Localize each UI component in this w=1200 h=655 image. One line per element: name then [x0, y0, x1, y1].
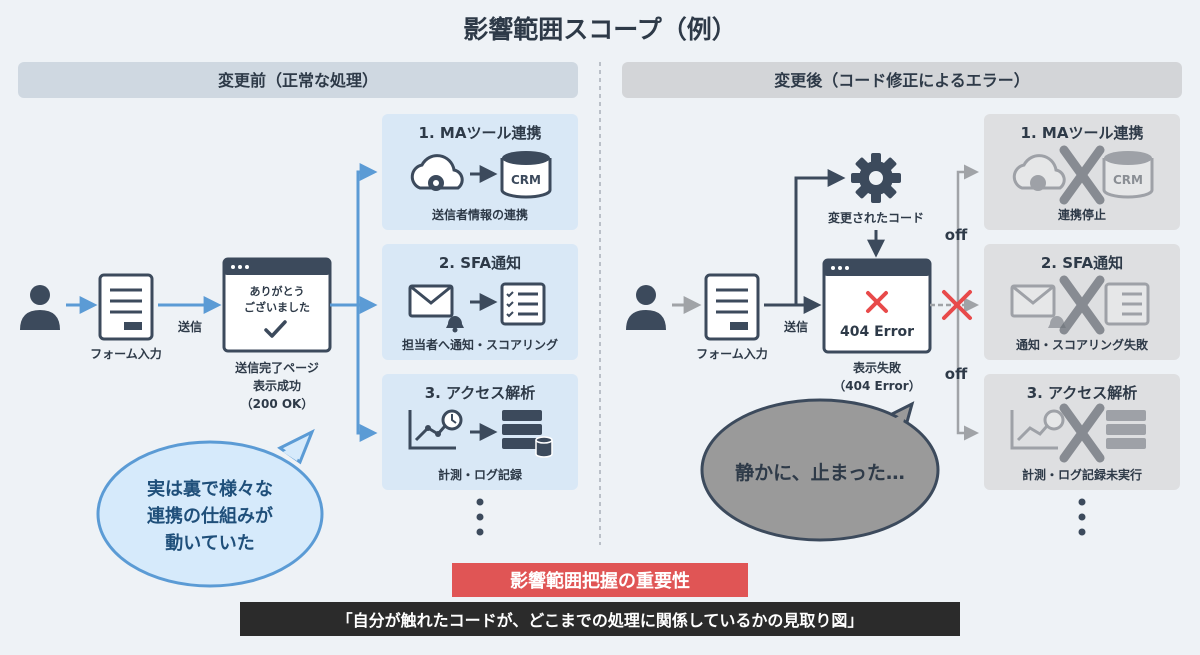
left-form-icon	[98, 273, 154, 341]
left-page-caption-2: 表示成功	[252, 378, 301, 393]
gear-icon	[851, 153, 901, 203]
footer-quote: 「自分が触れたコードが、どこまでの処理に関係しているかの見取り図」	[337, 611, 864, 630]
right-speech-bubble	[700, 398, 940, 542]
left-form-label: フォーム入力	[90, 346, 162, 361]
left-crm-database-icon	[500, 151, 552, 199]
left-send-label: 送信	[177, 319, 202, 334]
footer-badge	[452, 563, 748, 597]
right-bubble-text: 静かに、止まった…	[735, 461, 905, 484]
left-box-ma-caption: 送信者情報の連携	[431, 207, 528, 222]
left-thanks-text-1: ありがとう	[250, 284, 305, 298]
right-form-icon	[704, 273, 760, 341]
right-more-dots	[1078, 498, 1086, 536]
right-send-label: 送信	[783, 319, 808, 334]
left-thanks-text-2: ございました	[244, 300, 310, 314]
left-thanks-window	[222, 257, 332, 353]
right-box-sfa-cross-icon	[1059, 275, 1105, 335]
right-box-ma-caption: 連携停止	[1058, 207, 1106, 222]
left-speech-bubble	[96, 428, 324, 588]
right-cloud-gear-icon	[1012, 154, 1066, 191]
right-chart-clock-icon	[1010, 409, 1065, 450]
right-mail-bell-icon	[1010, 284, 1066, 328]
right-crm-label: CRM	[1113, 173, 1143, 187]
right-arrow-form-gear	[794, 169, 846, 305]
left-bubble-line-1: 実は裏で様々な	[147, 478, 273, 500]
left-header-bar	[18, 62, 578, 98]
error-text: 404 Error	[840, 324, 914, 340]
left-bubble-line-3: 動いていた	[165, 532, 254, 554]
left-header-text: 変更前（正常な処理）	[218, 71, 378, 90]
error-x-icon	[866, 291, 888, 313]
changed-code-label: 変更されたコード	[828, 210, 924, 225]
right-box-analytics-caption: 計測・ログ記録未実行	[1022, 467, 1142, 482]
right-form-label: フォーム入力	[696, 346, 768, 361]
right-checklist-icon	[1104, 282, 1150, 326]
left-more-dots	[476, 498, 484, 536]
left-box-sfa-caption: 担当者へ通知・スコアリング	[402, 337, 558, 352]
right-box-analytics-cross-icon	[1059, 403, 1105, 463]
left-page-caption-3: （200 OK）	[241, 396, 314, 411]
left-box-analytics-caption: 計測・ログ記録	[438, 467, 523, 482]
left-user-icon	[20, 285, 60, 330]
left-checklist-icon	[500, 282, 546, 326]
left-box-ma-title: 1. MAツール連携	[419, 124, 542, 142]
left-server-icon	[502, 410, 553, 458]
page-title: 影響範囲スコープ（例）	[463, 15, 737, 44]
right-header-bar	[622, 62, 1182, 98]
left-bubble-line-2: 連携の仕組みが	[147, 505, 273, 527]
right-box-sfa-title: 2. SFA通知	[1041, 254, 1123, 272]
left-box-analytics-title: 3. アクセス解析	[425, 384, 536, 402]
right-box-ma-title: 1. MAツール連携	[1021, 124, 1144, 142]
right-box-sfa-caption: 通知・スコアリング失敗	[1016, 337, 1149, 352]
right-box-analytics-title: 3. アクセス解析	[1027, 384, 1138, 402]
off-label-bottom: off	[945, 365, 968, 383]
right-server-icon	[1106, 410, 1146, 449]
right-off-connectors	[930, 164, 979, 441]
right-box-ma-cross-icon	[1059, 145, 1105, 205]
footer-quote-bar	[240, 602, 960, 636]
left-chart-clock-icon	[408, 409, 463, 450]
left-box-sfa-title: 2. SFA通知	[439, 254, 521, 272]
left-crm-label: CRM	[511, 173, 541, 187]
left-mail-bell-icon	[408, 284, 464, 333]
left-page-caption-1: 送信完了ページ	[234, 360, 319, 375]
footer-badge-text: 影響範囲把握の重要性	[510, 570, 690, 592]
right-header-text: 変更後（コード修正によるエラー）	[774, 71, 1030, 90]
left-cloud-gear-icon	[410, 154, 464, 191]
left-branch-arrows	[330, 163, 378, 442]
right-branch-x-icon	[942, 290, 972, 320]
right-error-caption-1: 表示失敗	[852, 360, 902, 375]
right-crm-database-icon	[1102, 151, 1154, 199]
right-user-icon	[626, 285, 666, 330]
right-error-caption-2: （404 Error）	[833, 378, 920, 393]
off-label-top: off	[945, 226, 968, 244]
